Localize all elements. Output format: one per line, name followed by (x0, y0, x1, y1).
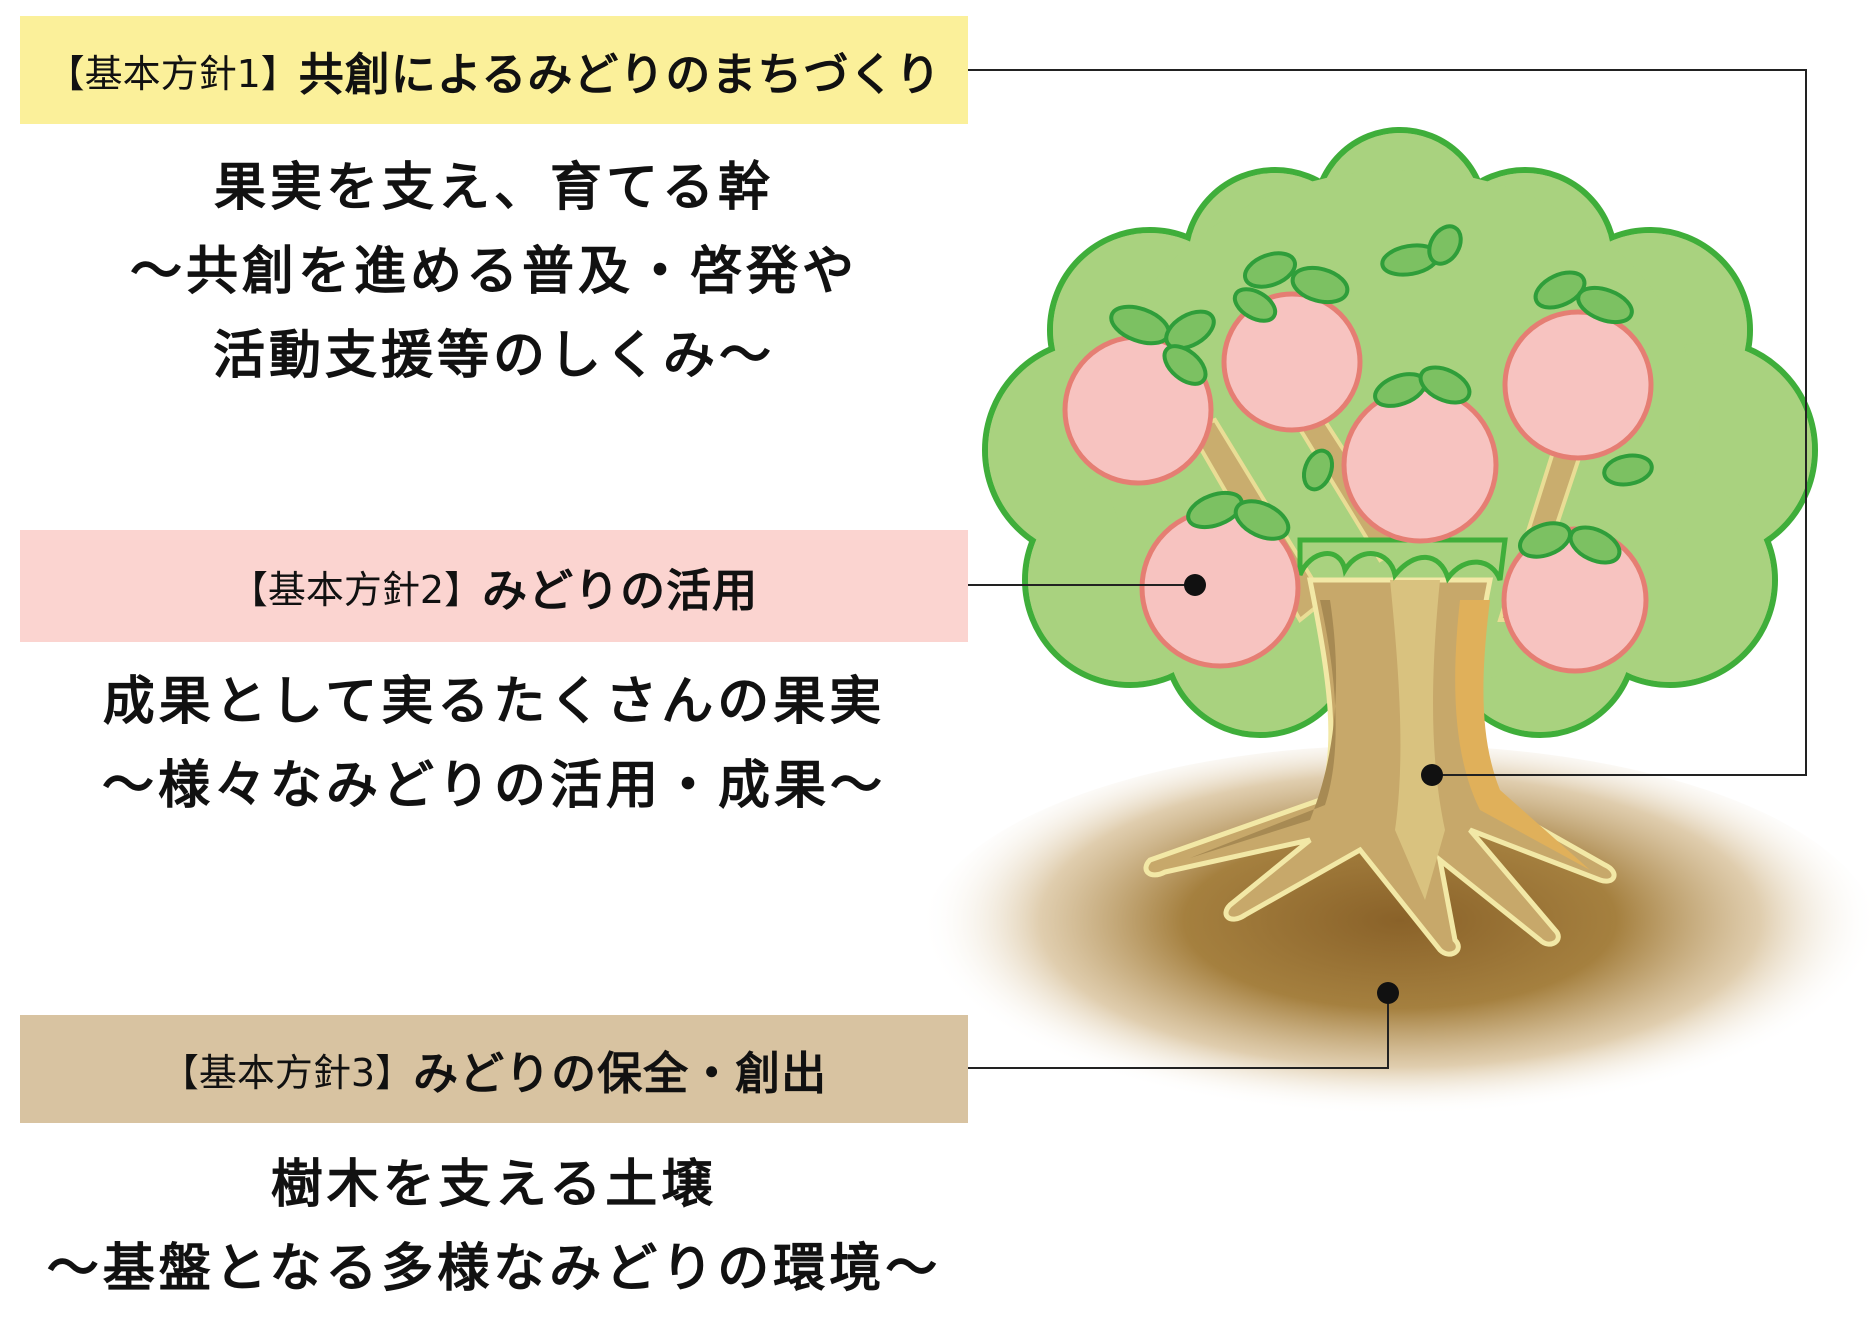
policy-1-header: 【基本方針1】 共創によるみどりのまちづくり (20, 16, 968, 124)
leaves (1109, 224, 1654, 565)
fruit (1502, 309, 1654, 461)
connector-dot-trunk (1421, 764, 1443, 786)
canopy-edge (1297, 537, 1508, 584)
policy-1-title: 共創によるみどりのまちづくり (298, 47, 942, 101)
policy-2-title: みどりの活用 (482, 563, 759, 617)
description-line: 成果として実るたくさんの果実 (102, 672, 886, 732)
fruit (1341, 386, 1499, 544)
policy-3-title: みどりの保全・創出 (413, 1046, 828, 1100)
description-line: ～共創を進める普及・啓発や (129, 242, 858, 302)
policy-3-header: 【基本方針3】 みどりの保全・創出 (20, 1015, 968, 1123)
connector-dot-fruit (1184, 574, 1206, 596)
connector-policy-1 (968, 69, 1807, 776)
connector-dot-soil (1377, 982, 1399, 1004)
description-line: 活動支援等のしくみ～ (212, 326, 776, 386)
description-line: ～基盤となる多様なみどりの環境～ (46, 1239, 942, 1299)
policy-3-description: 樹木を支える土壌 ～基盤となる多様なみどりの環境～ (20, 1143, 968, 1311)
policy-2-description: 成果として実るたくさんの果実 ～様々なみどりの活用・成果～ (20, 660, 968, 828)
fruit (1221, 291, 1363, 433)
connector-policy-3 (968, 993, 1389, 1069)
description-line: 果実を支え、育てる幹 (213, 158, 774, 218)
description-line: ～様々なみどりの活用・成果～ (101, 756, 886, 816)
policy-2-prefix: 【基本方針2】 (229, 567, 483, 612)
policy-1-prefix: 【基本方針1】 (46, 51, 299, 96)
policy-2-header: 【基本方針2】 みどりの活用 (20, 530, 968, 642)
policy-1-description: 果実を支え、育てる幹 ～共創を進める普及・啓発や 活動支援等のしくみ～ (20, 146, 968, 398)
policy-3-prefix: 【基本方針3】 (160, 1050, 414, 1095)
soil-mound (920, 745, 1870, 1135)
tree-trunk (1143, 577, 1617, 957)
connector-lines (968, 69, 1807, 1069)
description-line: 樹木を支える土壌 (270, 1155, 718, 1215)
